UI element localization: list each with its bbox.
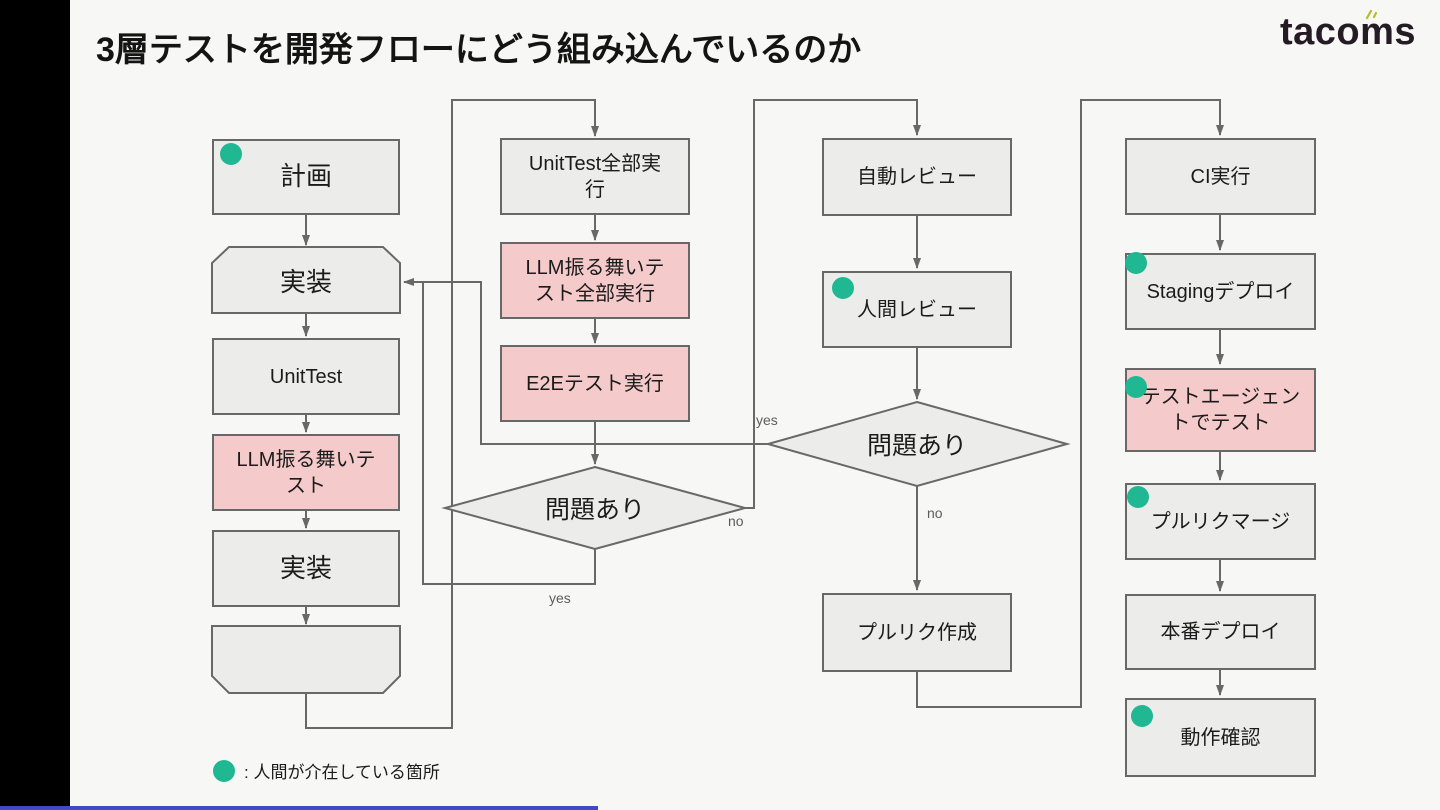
human-involvement-dot	[1127, 486, 1149, 508]
node-pr-create: プルリク作成	[822, 593, 1012, 672]
node-llm-behavior-test: LLM振る舞いテ スト	[212, 434, 400, 511]
tacoms-logo: tacoms	[1280, 11, 1417, 53]
bottom-blue-bar	[0, 806, 598, 810]
human-involvement-dot	[832, 277, 854, 299]
decision-problem1-shape	[441, 465, 749, 551]
edge-endcap-unittestall	[305, 99, 599, 729]
page-title: 3層テストを開発フローにどう組み込んでいるのか	[96, 31, 862, 69]
edge-label-tests-yes: yes	[549, 590, 571, 606]
node-llm-test-all: LLM振る舞いテ スト全部実行	[500, 242, 690, 319]
decision-problem2-label: 問題あり	[866, 432, 967, 460]
legend: : 人間が介在している箇所	[213, 758, 440, 783]
legend-label: : 人間が介在している箇所	[244, 763, 440, 782]
node-pr-merge: プルリクマージ	[1125, 483, 1316, 560]
human-involvement-dot	[1125, 252, 1147, 274]
decision-problem1-label: 問題あり	[544, 496, 645, 524]
human-involvement-dot	[1125, 376, 1147, 398]
node-impl1-shape	[211, 246, 401, 314]
node-human-review: 人間レビュー	[822, 271, 1012, 348]
node-ci-run: CI実行	[1125, 138, 1316, 215]
node-plan: 計画	[212, 139, 400, 215]
node-verify: 動作確認	[1125, 698, 1316, 777]
node-staging-deploy: Stagingデプロイ	[1125, 253, 1316, 330]
node-impl2: 実装	[212, 530, 400, 607]
edge-problem1-no-autoreview	[745, 99, 921, 509]
node-endcap-shape	[211, 625, 401, 694]
node-test-agent: テストエージェン トでテスト	[1125, 368, 1316, 452]
edge-problem1-yes-impl1	[403, 278, 596, 585]
decision-problem2-shape	[764, 400, 1071, 488]
node-auto-review: 自動レビュー	[822, 138, 1012, 216]
edge-label-tests-no: no	[728, 513, 744, 529]
edge-label-review-yes: yes	[756, 412, 778, 428]
human-involvement-dot	[220, 143, 242, 165]
node-unittest-all: UnitTest全部実 行	[500, 138, 690, 215]
node-unittest: UnitTest	[212, 338, 400, 415]
left-black-bar	[0, 0, 70, 810]
logo-sparkle-icon	[1363, 8, 1379, 27]
node-impl1-label: 実装	[279, 266, 332, 297]
node-prod-deploy: 本番デプロイ	[1125, 594, 1316, 670]
edge-prcreate-ci	[916, 99, 1224, 708]
edge-label-review-no: no	[927, 505, 943, 521]
human-involvement-dot	[1131, 705, 1153, 727]
edge-problem2-yes-impl1	[423, 281, 768, 445]
human-involvement-dot	[213, 759, 235, 782]
node-e2e-test: E2Eテスト実行	[500, 345, 690, 422]
